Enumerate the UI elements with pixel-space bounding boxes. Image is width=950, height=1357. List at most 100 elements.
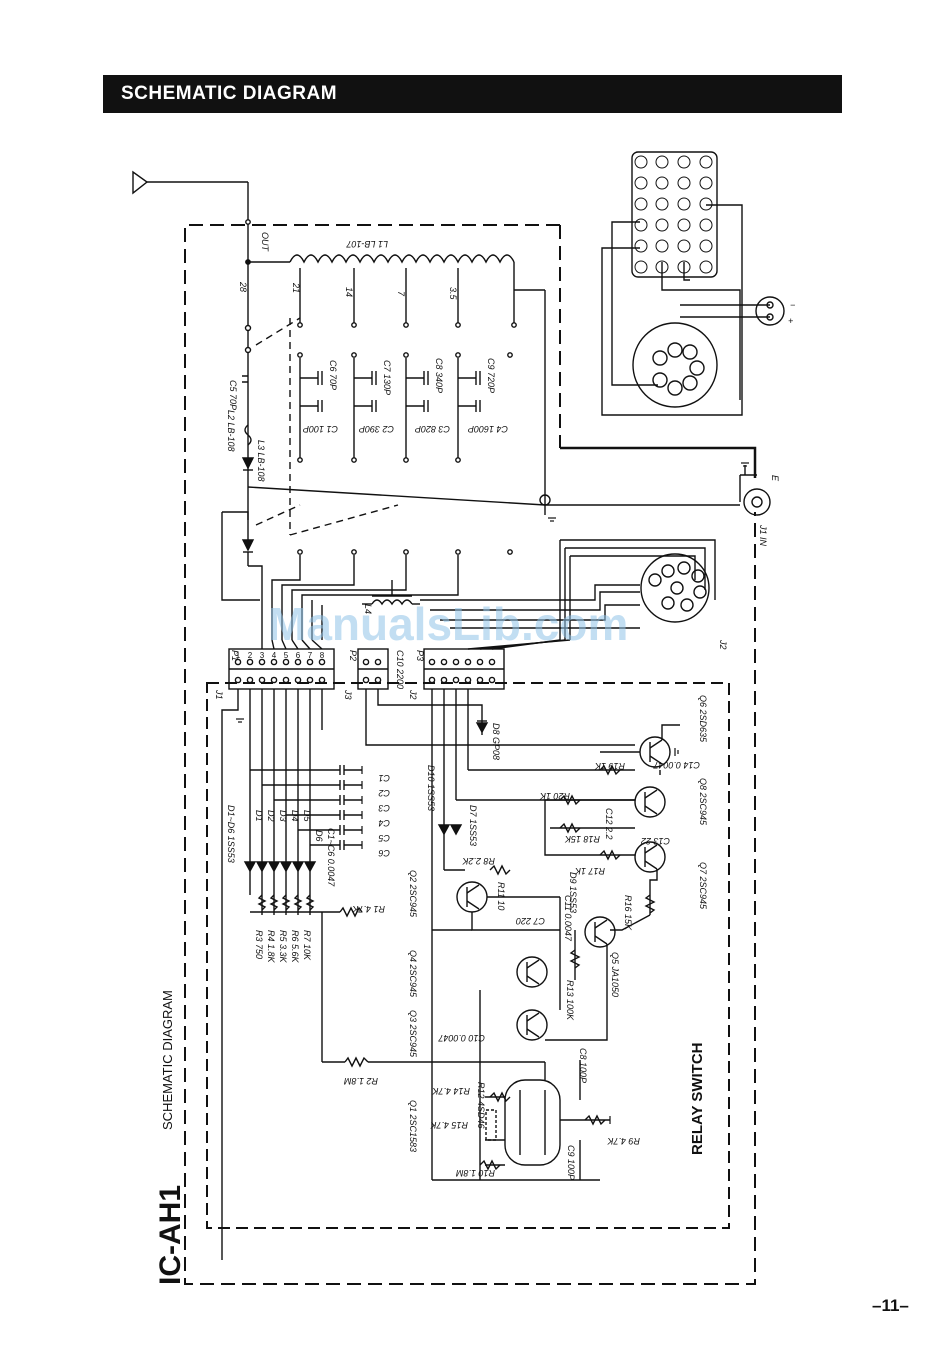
p3-connector xyxy=(423,648,505,690)
label-c4: C4 1600P xyxy=(468,424,508,434)
label-d2: D2 xyxy=(266,810,276,822)
svg-text:8: 8 xyxy=(320,651,325,660)
watermark: ManualsLib.com xyxy=(268,598,628,650)
label-plus: + xyxy=(788,316,793,326)
svg-text:4: 4 xyxy=(272,651,277,660)
diodes-d1-d6 xyxy=(243,861,317,873)
label-c1: C1 100P xyxy=(303,424,338,434)
label-c7b: C7 220 xyxy=(516,916,545,926)
label-r11: R11 10 xyxy=(496,882,506,910)
round-8pin-connector xyxy=(632,322,718,408)
label-r6: R6 5.6K xyxy=(290,930,300,964)
accessory-socket xyxy=(631,151,718,278)
page-title: SCHEMATIC DIAGRAM xyxy=(121,83,338,104)
label-c9b: C9 100P xyxy=(566,1145,576,1180)
label-l1: L1 LB-107 xyxy=(345,239,388,249)
label-d8: D8 GP08 xyxy=(491,723,501,760)
label-c7: C7 130P xyxy=(382,360,392,395)
label-r10: R10 1.8M xyxy=(455,1168,495,1178)
label-d9: D9 1SS53 xyxy=(568,872,578,913)
label-r14: R14 4.7K xyxy=(431,1086,470,1096)
label-r4: R4 1.8K xyxy=(266,930,276,964)
bypass-capacitors xyxy=(250,765,362,850)
page-number: –11– xyxy=(872,1296,909,1315)
svg-text:2: 2 xyxy=(248,651,253,660)
label-p2: P2 xyxy=(348,650,358,661)
label-r20: R20 1K xyxy=(539,791,570,801)
resistors-r3-r7 xyxy=(257,894,315,911)
svg-text:5: 5 xyxy=(284,651,289,660)
label-c14: C14 0.0047 xyxy=(652,760,700,770)
label-r7: R7 10K xyxy=(302,930,312,961)
j1-coax-connector xyxy=(739,465,771,516)
antenna-symbol xyxy=(132,170,249,222)
label-cc5: C5 xyxy=(378,833,390,843)
transistor-q7 xyxy=(634,841,666,873)
label-d4: D4 xyxy=(290,810,300,822)
label-q5: Q5 JA1050 xyxy=(610,952,620,997)
label-l3: L3 LB-108 xyxy=(256,440,266,482)
transistor-q1 xyxy=(504,1079,561,1166)
label-cc1: C1 xyxy=(378,773,390,783)
label-c12: C12 2.2 xyxy=(604,808,614,840)
label-j2: J2 xyxy=(408,689,418,700)
label-c11: C11 0.0047 xyxy=(563,895,573,942)
label-c6: C6 70P xyxy=(328,360,338,390)
label-d10: D10 1SS53 xyxy=(426,765,436,811)
transistor-q8 xyxy=(634,786,666,818)
label-out: OUT xyxy=(260,232,270,253)
svg-text:1: 1 xyxy=(236,651,241,660)
label-c13: C13 22 xyxy=(641,836,670,846)
label-r3: R3 750 xyxy=(254,930,264,959)
relay-switch-title: RELAY SWITCH xyxy=(689,1042,706,1155)
label-c9: C9 720P xyxy=(486,358,496,393)
label-r18: R18 15K xyxy=(564,834,600,844)
transistor-q3 xyxy=(516,1009,548,1041)
svg-text:6: 6 xyxy=(296,651,301,660)
label-j3: J3 xyxy=(343,689,353,700)
label-3-5: 3.5 xyxy=(448,287,458,301)
transistor-q2 xyxy=(456,881,488,913)
dc-power-jack xyxy=(755,296,785,326)
label-q8: Q8 2SC945 xyxy=(698,778,708,826)
label-r5: R5 3.3K xyxy=(278,930,288,964)
label-cc3: C3 xyxy=(378,803,390,813)
label-l4: L4 xyxy=(363,604,373,614)
header-bar: SCHEMATIC DIAGRAM xyxy=(103,75,842,113)
coil-l1 xyxy=(289,254,515,325)
label-q6: Q6 2SD635 xyxy=(698,695,708,743)
label-r15: R15 4.7K xyxy=(429,1120,468,1130)
label-r19: R19 1K xyxy=(594,761,625,771)
label-d3: D3 xyxy=(278,810,288,822)
label-minus: − xyxy=(790,300,795,310)
label-j2-socket: J2 xyxy=(718,639,728,650)
label-e: E xyxy=(770,475,780,482)
ground-wire xyxy=(560,446,757,478)
label-q3: Q3 2SC945 xyxy=(408,1010,418,1058)
label-r16: R16 15K xyxy=(623,895,633,931)
label-cc6: C6 xyxy=(378,848,390,858)
label-21: 21 xyxy=(291,282,301,293)
label-p1: P1 xyxy=(230,650,240,661)
diode-matrix-lines xyxy=(249,689,323,915)
label-d1: D1 xyxy=(254,810,264,822)
j2-connector xyxy=(640,553,710,623)
accessory-socket-pins xyxy=(634,155,713,274)
label-c2: C2 390P xyxy=(359,424,394,434)
label-r9: R9 4.7K xyxy=(606,1136,640,1146)
label-r12: R12 4SD46 xyxy=(476,1082,486,1129)
label-d5: D5 xyxy=(302,810,312,822)
label-c8: C8 340P xyxy=(434,358,444,393)
label-d6: D6 xyxy=(314,830,324,842)
p2-connector xyxy=(357,648,389,690)
svg-text:3: 3 xyxy=(260,651,265,660)
label-c10-top: C10 2200 xyxy=(395,650,405,689)
label-7: 7 xyxy=(396,291,406,297)
label-r8: R8 2.2K xyxy=(461,856,495,866)
label-c3: C3 820P xyxy=(415,424,450,434)
p1-pin-numbers: 1 2 3 4 5 6 7 8 xyxy=(236,651,325,660)
label-cc4: C4 xyxy=(378,818,390,828)
label-cc2: C2 xyxy=(378,788,390,798)
model-title: IC-AH1 xyxy=(154,1185,187,1285)
